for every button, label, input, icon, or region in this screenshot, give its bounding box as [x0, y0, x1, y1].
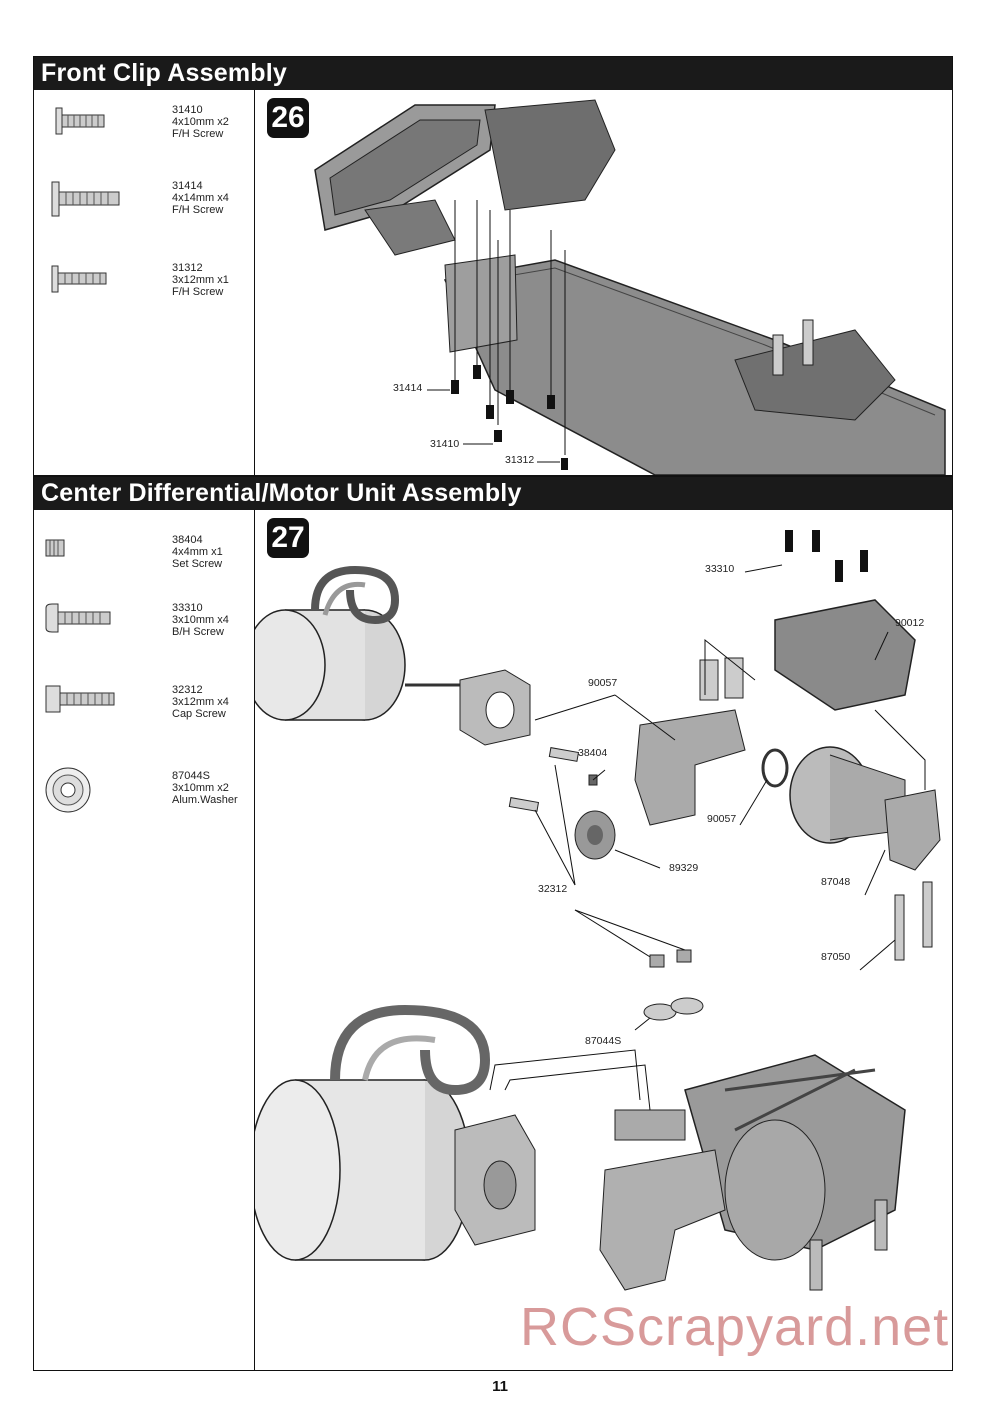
callout-90012: 90012	[895, 617, 925, 629]
part-size: 3x12mm x4	[172, 696, 229, 708]
callout-90057-bottom: 90057	[707, 813, 737, 825]
parts-list: 38404 4x4mm x1 Set Screw 33310 3x10mm x4…	[34, 510, 255, 1370]
part-size: 3x10mm x2	[172, 782, 229, 794]
part-code: 31312	[172, 262, 203, 274]
button-head-screw-icon	[45, 603, 111, 633]
callout-31312: 31312	[505, 454, 535, 466]
callout-32312: 32312	[538, 883, 568, 895]
part-name: Set Screw	[172, 558, 223, 570]
front-clip-illustration	[314, 99, 946, 475]
section-title: Front Clip Assembly	[34, 57, 952, 90]
part-size: 4x10mm x2	[172, 116, 229, 128]
part-code: 33310	[172, 602, 203, 614]
callout-33310: 33310	[705, 563, 735, 575]
front-clip-section: Front Clip Assembly 31410 4x10mm x2 F/H …	[33, 56, 953, 476]
part-item: 32312 3x12mm x4 Cap Screw	[34, 684, 254, 744]
watermark: RCScrapyard.net	[520, 1297, 950, 1357]
part-code: 31414	[172, 180, 203, 192]
section-title: Center Differential/Motor Unit Assembly	[34, 477, 952, 510]
part-name: Cap Screw	[172, 708, 226, 720]
callout-90057-top: 90057	[588, 677, 618, 689]
part-item: 33310 3x10mm x4 B/H Screw	[34, 602, 254, 662]
callout-87050: 87050	[821, 951, 851, 963]
callout-89329: 89329	[669, 862, 699, 874]
part-code: 31410	[172, 104, 203, 116]
part-item: 87044S 3x10mm x2 Alum.Washer	[34, 766, 254, 826]
part-name: B/H Screw	[172, 626, 224, 638]
part-name: Alum.Washer	[172, 794, 238, 806]
step-number: 27	[267, 518, 309, 558]
part-item: 38404 4x4mm x1 Set Screw	[34, 534, 254, 594]
part-name: F/H Screw	[172, 204, 224, 216]
part-code: 32312	[172, 684, 203, 696]
part-code: 38404	[172, 534, 203, 546]
center-diff-motor-section: Center Differential/Motor Unit Assembly …	[33, 476, 953, 1371]
part-size: 3x12mm x1	[172, 274, 229, 286]
callout-38404: 38404	[578, 747, 608, 759]
flat-head-screw-icon	[51, 181, 120, 217]
part-name: F/H Screw	[172, 286, 224, 298]
page-number: 11	[492, 1378, 508, 1395]
washer-icon	[45, 767, 91, 813]
callout-31410: 31410	[430, 438, 460, 450]
center-diff-motor-illustration	[255, 530, 941, 1291]
part-name: F/H Screw	[172, 128, 224, 140]
part-code: 87044S	[172, 770, 210, 782]
callout-31414: 31414	[393, 382, 423, 394]
part-item: 31410 4x10mm x2 F/H Screw	[34, 104, 254, 164]
flat-head-screw-icon	[51, 265, 107, 293]
callout-87048: 87048	[821, 876, 851, 888]
flat-head-screw-icon	[55, 107, 105, 135]
part-item: 31414 4x14mm x4 F/H Screw	[34, 180, 254, 240]
set-screw-icon	[45, 539, 65, 557]
part-size: 4x4mm x1	[172, 546, 223, 558]
assembly-diagram-26: 26	[255, 90, 952, 475]
assembly-diagram-27: 27	[255, 510, 952, 1370]
callout-87044S: 87044S	[585, 1035, 622, 1047]
step-number: 26	[267, 98, 309, 138]
part-size: 3x10mm x4	[172, 614, 229, 626]
parts-list: 31410 4x10mm x2 F/H Screw 31414 4x14mm x…	[34, 90, 255, 475]
part-size: 4x14mm x4	[172, 192, 229, 204]
part-item: 31312 3x12mm x1 F/H Screw	[34, 262, 254, 322]
cap-screw-icon	[45, 685, 115, 713]
